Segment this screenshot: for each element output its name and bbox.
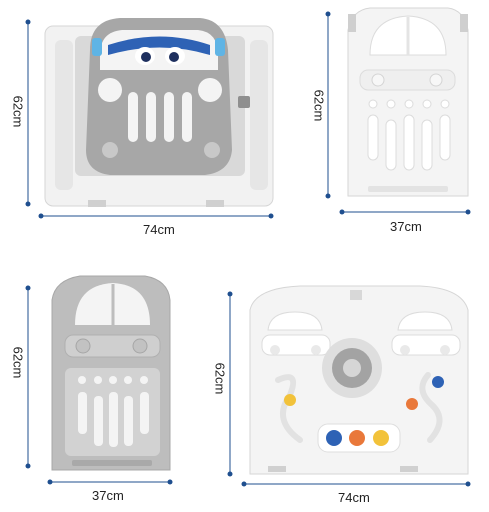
panel4-width-label: 74cm bbox=[338, 490, 370, 505]
car-face bbox=[86, 18, 232, 175]
panel4-height-label: 62cm bbox=[212, 362, 228, 395]
steering-wheel-icon bbox=[322, 338, 382, 398]
narrow-grey-panel bbox=[51, 275, 171, 471]
narrow-window-panel bbox=[347, 7, 469, 197]
panel2-width-label: 37cm bbox=[390, 219, 422, 234]
activity-panel bbox=[249, 285, 469, 475]
panel1-width-label: 74cm bbox=[143, 222, 175, 237]
car-gate-panel bbox=[44, 18, 274, 207]
panel1-height-label: 62cm bbox=[10, 95, 26, 128]
panel3-height-label: 62cm bbox=[10, 346, 26, 379]
panel3-width-label: 37cm bbox=[92, 488, 124, 503]
panel2-height-label: 62cm bbox=[311, 89, 327, 122]
